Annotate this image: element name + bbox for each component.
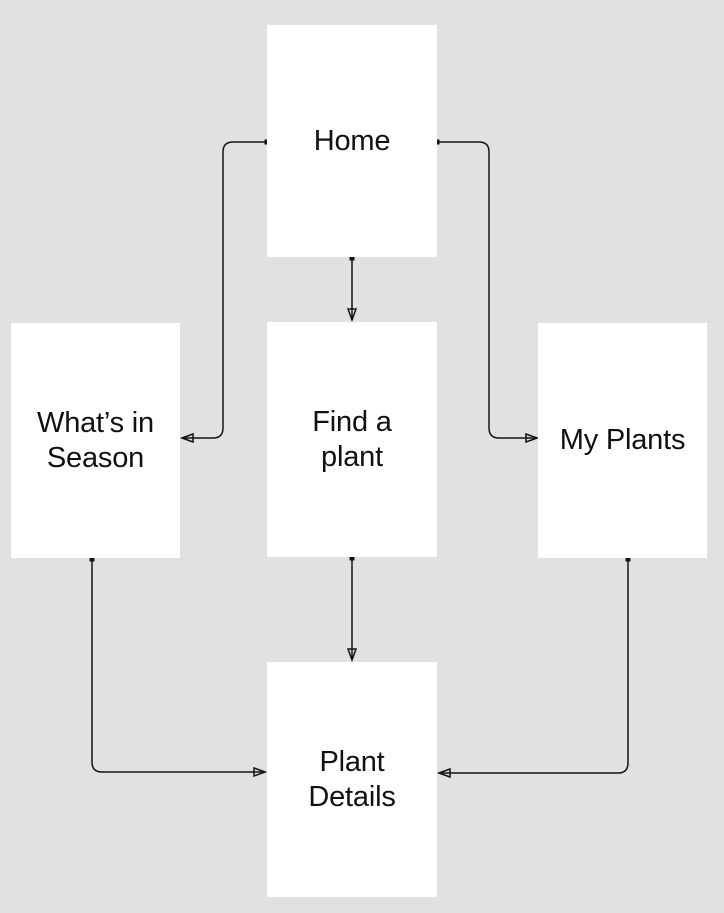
edge-my-plants-to-plant-details[interactable]	[439, 559, 628, 773]
node-my-plants[interactable]: My Plants	[538, 323, 707, 558]
node-my-plants-label: My Plants	[559, 424, 686, 456]
node-home-label: Home	[313, 124, 391, 157]
edge-home-to-whats-in-season[interactable]	[182, 142, 267, 438]
node-find-a-plant-label: Find a plant	[312, 405, 392, 473]
node-whats-in-season[interactable]: What’s in Season	[11, 323, 180, 558]
node-whats-in-season-label: What’s in Season	[37, 406, 154, 474]
node-find-a-plant[interactable]: Find a plant	[267, 322, 437, 557]
edge-home-to-my-plants[interactable]	[437, 142, 537, 438]
node-plant-details-label: Plant Details	[308, 745, 396, 813]
edge-whats-in-season-to-plant-details[interactable]	[92, 559, 265, 772]
node-home[interactable]: Home	[267, 25, 437, 257]
node-plant-details[interactable]: Plant Details	[267, 662, 437, 897]
